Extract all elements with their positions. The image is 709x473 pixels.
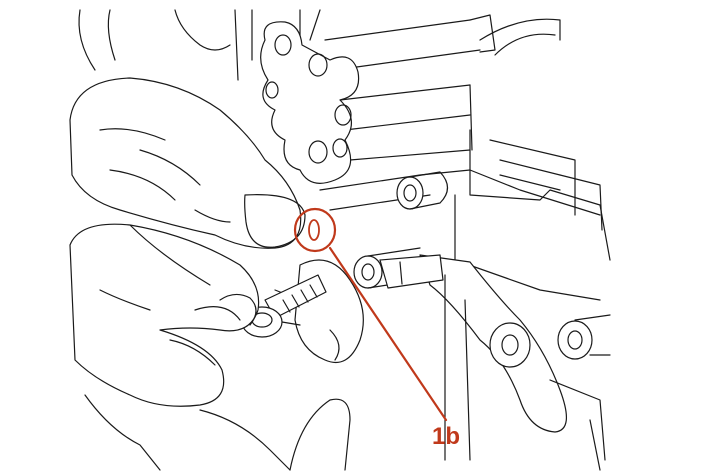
engine-block xyxy=(234,9,601,289)
hand-lower xyxy=(69,223,351,471)
bracket-hole-2 xyxy=(308,53,328,77)
callout-oring xyxy=(308,219,320,241)
bracket-hole-6 xyxy=(265,81,279,99)
callout-leader-line xyxy=(328,246,448,422)
bracket-hole-3 xyxy=(334,104,352,126)
callout-label: 1b xyxy=(432,423,461,450)
bracket-hole-5 xyxy=(332,138,348,158)
callout-circle xyxy=(293,207,337,253)
boss-right-1 xyxy=(489,322,531,368)
hand-upper xyxy=(69,9,306,249)
boss-lower xyxy=(353,255,383,289)
callout-marker xyxy=(293,207,448,422)
bracket-hole-1 xyxy=(274,34,292,56)
frame-right xyxy=(379,18,611,471)
boss-right-2 xyxy=(557,320,593,360)
boss-upper xyxy=(396,176,424,210)
bracket-hole-4 xyxy=(308,140,328,164)
